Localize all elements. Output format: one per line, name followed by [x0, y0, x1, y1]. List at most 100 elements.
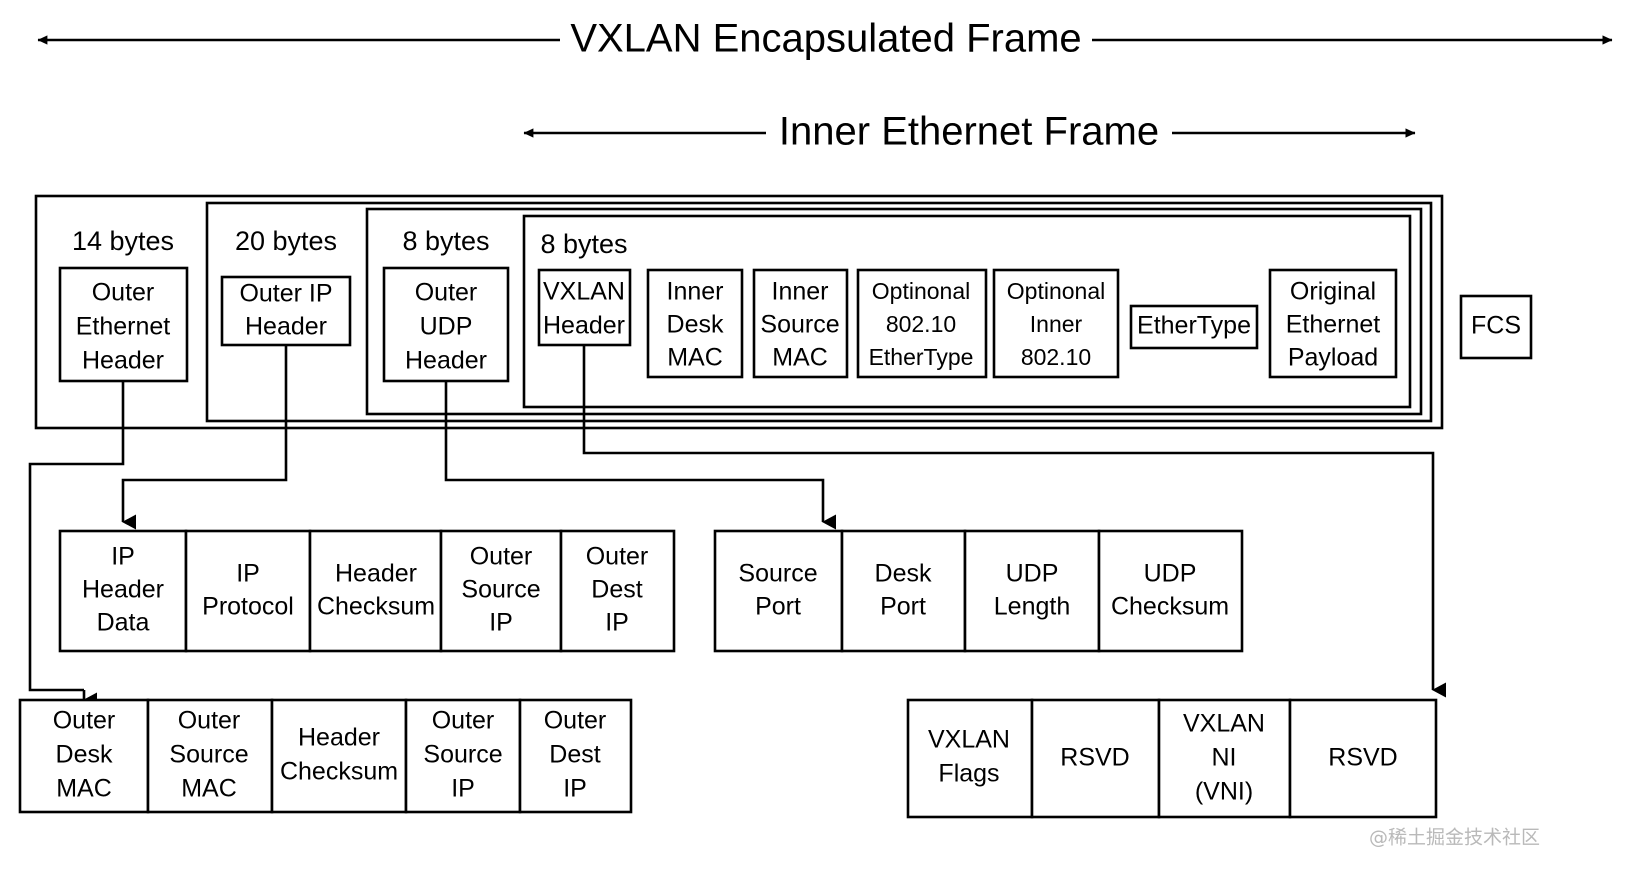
inner-source-mac-line-2: MAC [772, 344, 828, 372]
inner-source-mac-box [752, 268, 849, 379]
original-ethernet-payload-line-2: Payload [1288, 344, 1378, 372]
header-checksum-box [308, 529, 443, 653]
optional-8021q-ethertype-line-2: EtherType [869, 344, 974, 370]
source-port-line-1: Port [755, 593, 801, 621]
field-fcs: FCS [1459, 294, 1533, 360]
vxlan-ni-vni-box [1157, 698, 1292, 819]
optional-inner-8021q-box [992, 268, 1120, 379]
byte-label-outer-udp: 8 bytes [402, 226, 489, 256]
connector-outer-ip-to-detail [121, 345, 288, 530]
field-inner-desk-mac: Inner Desk MAC [646, 268, 744, 379]
eth-outer-source-ip-box [404, 698, 522, 814]
outer-udp-header-line-1: UDP [420, 313, 473, 341]
outer-udp-header-line-0: Outer [415, 279, 478, 307]
udp-length-line-1: Length [994, 593, 1070, 621]
byte-label-outer-ethernet: 14 bytes [72, 226, 174, 256]
ip-header-data-line-0: IP [111, 543, 135, 571]
outer-desk-mac-box [18, 698, 150, 814]
field-outer-ip-header: Outer IP Header [220, 275, 352, 347]
inner-frame-title-group: Inner Ethernet Frame [523, 110, 1416, 154]
outer-dest-ip-line-1: Dest [591, 576, 642, 604]
connector-outer-ethernet-to-detail [28, 381, 125, 692]
connector-outer-udp-to-detail [444, 381, 836, 530]
ip-protocol-box [184, 529, 312, 653]
fcs-line-0: FCS [1471, 312, 1521, 340]
inner-source-mac-line-1: Source [760, 311, 839, 339]
field-vxlan-header: VXLAN Header [537, 268, 632, 347]
original-ethernet-payload-box [1268, 268, 1398, 379]
inner-ethernet-frame-container [522, 214, 1412, 409]
header-checksum-line-1: Checksum [317, 593, 435, 621]
outer-ethernet-header-line-2: Header [82, 347, 164, 375]
vxlan-flags-line-0: VXLAN [928, 726, 1010, 754]
outer-source-ip-line-2: IP [489, 609, 513, 637]
field-inner-source-mac: Inner Source MAC [752, 268, 849, 379]
optional-inner-8021q-line-1: Inner [1030, 311, 1083, 337]
ethernet-detail-row: Outer Desk MAC Outer Source MAC Header C… [18, 698, 633, 814]
outer-source-mac-line-1: Source [169, 741, 248, 769]
outer-udp-header-box [382, 266, 510, 383]
inner-desk-mac-line-0: Inner [667, 278, 724, 306]
eth-header-checksum-box [270, 698, 408, 814]
optional-inner-8021q-line-2: 802.10 [1021, 344, 1091, 370]
outer-frame-title-group: VXLAN Encapsulated Frame [37, 17, 1613, 61]
outer-desk-mac-line-0: Outer [53, 707, 116, 735]
outer-source-ip-line-1: Source [461, 576, 540, 604]
outer-udp-header-line-2: Header [405, 347, 487, 375]
source-port-line-0: Source [738, 560, 817, 588]
optional-8021q-ethertype-box [856, 268, 988, 379]
udp-detail-row: Source Port Desk Port UDP Length UDP Che… [713, 529, 1244, 653]
desk-port-box [840, 529, 967, 653]
connector-vxlan-to-detail [582, 345, 1446, 698]
vxlan-header-line-1: Header [543, 312, 625, 340]
optional-inner-8021q-line-0: Optinonal [1007, 278, 1105, 304]
outer-frame-title: VXLAN Encapsulated Frame [570, 17, 1081, 61]
outer-dest-ip-line-2: IP [605, 609, 629, 637]
desk-port-line-0: Desk [875, 560, 932, 588]
outer-dest-ip-box [559, 529, 676, 653]
eth-outer-source-ip-line-1: Source [423, 741, 502, 769]
field-ethertype: EtherType [1129, 304, 1259, 350]
outer-source-mac-box [146, 698, 274, 814]
rsvd-2-box [1288, 698, 1438, 819]
ip-detail-row: IP Header Data IP Protocol Header Checks… [58, 529, 676, 653]
vxlan-ni-vni-line-2: (VNI) [1195, 778, 1253, 806]
ip-protocol-line-0: IP [236, 560, 260, 588]
outer-dest-ip-line-0: Outer [586, 543, 649, 571]
eth-outer-dest-ip-line-2: IP [563, 775, 587, 803]
inner-frame-title: Inner Ethernet Frame [779, 110, 1159, 154]
vxlan-header-box [537, 268, 632, 347]
optional-8021q-ethertype-line-0: Optinonal [872, 278, 970, 304]
fcs-box [1459, 294, 1533, 360]
outer-ip-header-line-0: Outer IP [239, 280, 332, 308]
optional-8021q-ethertype-line-1: 802.10 [886, 311, 956, 337]
vxlan-flags-box [906, 698, 1034, 819]
byte-label-outer-ip: 20 bytes [235, 226, 337, 256]
outer-ip-container [205, 201, 1433, 423]
ip-header-data-line-1: Header [82, 576, 164, 604]
udp-length-line-0: UDP [1006, 560, 1059, 588]
source-port-box [713, 529, 844, 653]
field-original-ethernet-payload: Original Ethernet Payload [1268, 268, 1398, 379]
ip-header-data-line-2: Data [97, 609, 150, 637]
outer-ip-header-box [220, 275, 352, 347]
outer-ip-header-line-1: Header [245, 313, 327, 341]
field-outer-udp-header: Outer UDP Header [382, 266, 510, 383]
eth-header-checksum-line-0: Header [298, 724, 380, 752]
watermark: @稀土掘金技术社区 [1369, 827, 1540, 849]
vxlan-ni-vni-line-1: NI [1212, 744, 1237, 772]
vxlan-ni-vni-line-0: VXLAN [1183, 710, 1265, 738]
eth-outer-source-ip-line-2: IP [451, 775, 475, 803]
eth-outer-dest-ip-line-1: Dest [549, 741, 600, 769]
outer-desk-mac-line-2: MAC [56, 775, 112, 803]
eth-outer-dest-ip-line-0: Outer [544, 707, 607, 735]
ethertype-box [1129, 304, 1259, 350]
ip-protocol-line-1: Protocol [202, 593, 294, 621]
inner-desk-mac-box [646, 268, 744, 379]
outer-ethernet-header-line-0: Outer [92, 279, 155, 307]
original-ethernet-payload-line-1: Ethernet [1286, 311, 1381, 339]
field-optional-8021q-ethertype: Optinonal 802.10 EtherType [856, 268, 988, 379]
outer-ethernet-frame-container [34, 194, 1444, 430]
rsvd-1-line-0: RSVD [1060, 744, 1129, 772]
